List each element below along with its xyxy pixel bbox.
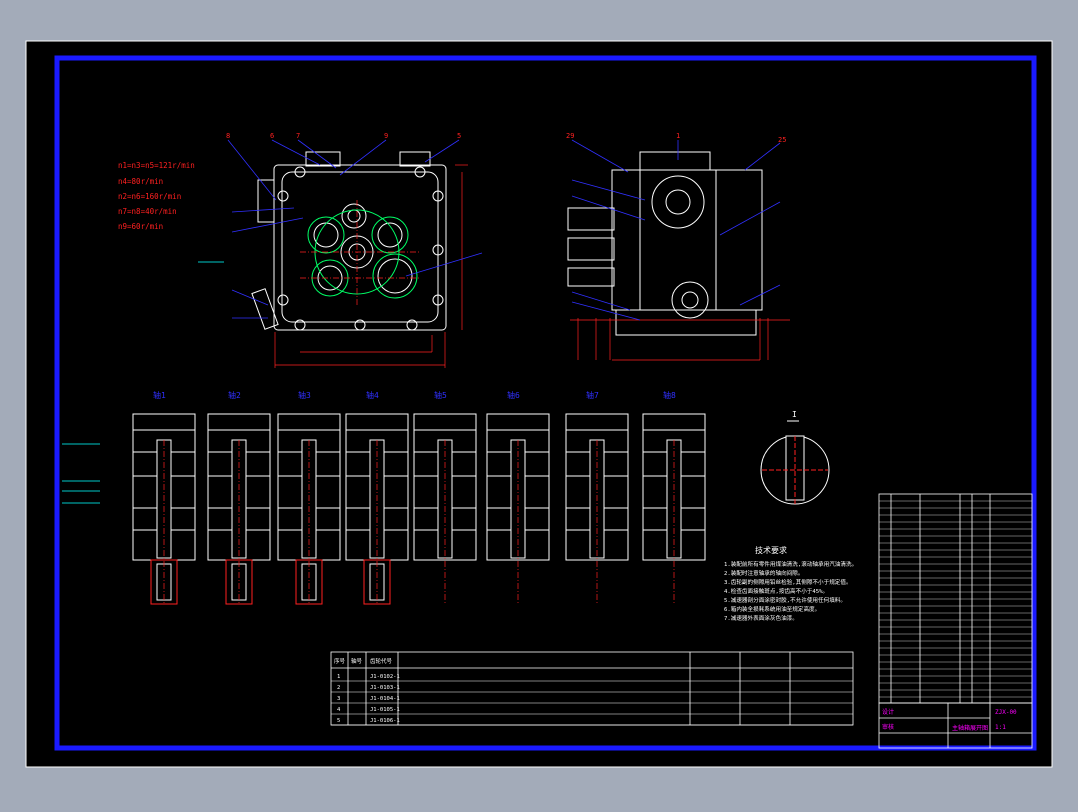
drawing-number: ZJX-00 <box>995 709 1017 716</box>
section-label: 轴8 <box>663 390 676 400</box>
tech-req-line: 2.装配时注意轴承的轴向间隙。 <box>724 569 803 577</box>
table-cell: 4 <box>337 707 341 713</box>
detail-view: I <box>760 410 830 505</box>
tech-req-line: 7.减速器外表面涂灰色油漆。 <box>724 614 798 622</box>
bolt-holes <box>277 166 444 331</box>
speed-notes: n1=n3=n5=121r/min n4=80r/min n2=n6=160r/… <box>118 161 195 231</box>
gear-table: 序号 轴号 齿轮代号 1 J1-0102-1 2 J1-0103-1 3 J1-… <box>330 651 854 726</box>
section-label: 轴3 <box>298 390 311 400</box>
section-label: 轴7 <box>586 390 599 400</box>
tech-req-title: 技术要求 <box>755 545 787 555</box>
table-cell: J1-0103-1 <box>370 685 400 691</box>
section-label: 轴1 <box>153 390 166 400</box>
top-view-leaders <box>227 139 483 319</box>
callout: 29 <box>566 132 574 140</box>
speed-note: n9=60r/min <box>118 222 163 231</box>
table-cell: J1-0104-1 <box>370 696 400 702</box>
shaft-section: 轴4 <box>345 390 409 605</box>
callout: 7 <box>296 132 300 140</box>
callout: 1 <box>676 132 680 140</box>
table-cell: J1-0106-1 <box>370 718 400 724</box>
callout: 5 <box>457 132 461 140</box>
side-view-leaders <box>571 139 781 321</box>
tech-req-line: 1.装配前所有零件用煤油清洗,滚动轴承用汽油清洗。 <box>724 560 857 568</box>
callout: 6 <box>270 132 274 140</box>
section-label: 轴5 <box>434 390 447 400</box>
table-cell: 1 <box>337 674 340 680</box>
speed-note: n1=n3=n5=121r/min <box>118 161 195 170</box>
table-cell: 3 <box>337 696 340 702</box>
table-cell: 5 <box>337 718 340 724</box>
table-cell: J1-0102-1 <box>370 674 400 680</box>
title-block: 主轴箱展开图 ZJX-00 设计 审核 1:1 <box>878 702 1033 749</box>
table-header: 轴号 <box>351 657 363 665</box>
technical-requirements: 技术要求 1.装配前所有零件用煤油清洗,滚动轴承用汽油清洗。 2.装配时注意轴承… <box>724 545 857 622</box>
checker-label: 审核 <box>882 723 894 731</box>
callout: 9 <box>384 132 388 140</box>
side-view-callouts: 29 1 25 <box>566 132 786 144</box>
callout: 8 <box>226 132 230 140</box>
drawing-frame-border <box>54 55 1037 751</box>
shaft-section: 轴7 <box>565 390 629 605</box>
shaft-section: 轴1 <box>132 390 196 605</box>
side-view <box>567 139 790 361</box>
table-cell: J1-0105-1 <box>370 707 400 713</box>
tech-req-line: 5.减速器剖分面涂密封胶,不允许使用任何填料。 <box>724 596 846 604</box>
drawing-name: 主轴箱展开图 <box>952 724 988 732</box>
shaft-sections: 轴1 轴2 轴3 轴4 轴5 轴6 轴7 轴8 <box>62 390 706 605</box>
table-header: 序号 <box>334 657 346 665</box>
table-header: 齿轮代号 <box>370 657 393 665</box>
callout: 25 <box>778 136 786 144</box>
tech-req-line: 3.齿轮副的侧隙用铅丝检验,其侧隙不小于规定值。 <box>724 578 852 586</box>
tech-req-line: 4.检查齿面接触斑点,按齿高不小于45%。 <box>724 587 828 595</box>
section-label: 轴6 <box>507 390 520 400</box>
section-label: 轴2 <box>228 390 241 400</box>
designer-label: 设计 <box>882 708 894 716</box>
top-view <box>198 139 483 368</box>
shaft-section: 轴6 <box>486 390 550 605</box>
shaft-section: 轴5 <box>413 390 477 605</box>
top-view-callouts: 8 6 7 9 5 <box>226 132 461 140</box>
speed-note: n2=n6=160r/min <box>118 192 181 201</box>
detail-label: I <box>792 410 797 419</box>
speed-note: n7=n8=40r/min <box>118 207 177 216</box>
table-cell: 2 <box>337 685 340 691</box>
shaft-section: 轴2 <box>207 390 271 605</box>
drawing-sheet <box>25 40 1053 768</box>
tech-req-line: 6.箱内装全损耗系统用油至规定高度。 <box>724 605 820 613</box>
scale: 1:1 <box>995 724 1006 731</box>
shaft-section: 轴8 <box>642 390 706 605</box>
section-label: 轴4 <box>366 390 379 400</box>
shaft-section: 轴3 <box>277 390 341 605</box>
speed-note: n4=80r/min <box>118 177 163 186</box>
